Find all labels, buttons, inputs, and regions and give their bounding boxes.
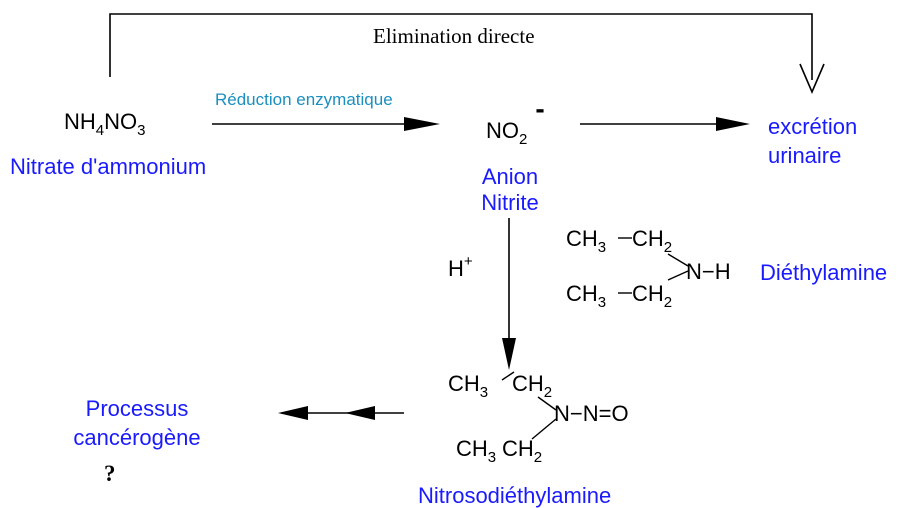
subscript-2: 2 — [543, 384, 553, 401]
nitrosamine-ch3-bottom: CH3 — [456, 436, 496, 466]
ch2-text: CH — [502, 436, 534, 461]
diethylamine-ch2-top: CH2 — [632, 226, 672, 256]
direct-elimination-arrowhead — [799, 63, 825, 95]
diethylamine-nh: N−H — [686, 259, 731, 284]
ammonium-nitrate-formula: NH4NO3 — [64, 109, 145, 139]
formula-no: NO — [104, 109, 138, 134]
ch2-text: CH — [632, 281, 664, 306]
reduction-arrowhead — [404, 117, 440, 131]
positive-charge: + — [463, 253, 473, 270]
nitrosamine-bond-3 — [531, 418, 557, 440]
subscript-2: 2 — [533, 449, 543, 466]
formula-no: NO — [486, 118, 519, 143]
nitrite-name-line2: Nitrite — [481, 190, 539, 215]
direct-elimination-label: Elimination directe — [373, 24, 535, 48]
negative-charge: - — [535, 93, 545, 124]
excretion-line1: excrétion — [768, 114, 858, 139]
subscript-2: 2 — [663, 294, 673, 311]
ch3-text: CH — [456, 436, 488, 461]
diethylamine-bond-3 — [667, 253, 689, 267]
subscript-3: 3 — [597, 294, 607, 311]
ch3-text: CH — [566, 226, 598, 251]
diethylamine-ch2-bottom: CH2 — [632, 281, 672, 311]
nitrosamine-ch3-top: CH3 — [448, 371, 488, 401]
cancer-line1: Processus — [85, 396, 189, 421]
diethylamine-ch3-top: CH3 — [566, 226, 606, 256]
direct-elimination-path — [109, 13, 813, 80]
subscript-3: 3 — [137, 122, 146, 139]
ammonium-nitrate-name: Nitrate d'ammonium — [10, 154, 207, 179]
diethylamine-name: Diéthylamine — [760, 260, 888, 285]
subscript-3: 3 — [487, 449, 497, 466]
reduction-label: Réduction enzymatique — [215, 90, 393, 109]
diethylamine-ch3-bottom: CH3 — [566, 281, 606, 311]
formula-nh: NH — [64, 109, 96, 134]
ch3-text: CH — [448, 371, 480, 396]
cancer-arrowhead-1 — [345, 406, 375, 420]
nitrosamine-bond-2 — [537, 396, 557, 411]
subscript-3: 3 — [597, 239, 607, 256]
excretion-line2: urinaire — [768, 143, 842, 168]
nitrosation-arrowhead — [502, 338, 516, 370]
excretion-arrowhead — [716, 117, 750, 131]
nitrite-formula: NO2- — [486, 95, 545, 148]
diethylamine-bond-4 — [667, 270, 689, 281]
ch2-text: CH — [632, 226, 664, 251]
subscript-4: 4 — [95, 122, 105, 139]
subscript-3: 3 — [479, 384, 489, 401]
proton-h: H — [448, 256, 464, 281]
nitrosamine-ch2-top: CH2 — [512, 371, 552, 401]
question-mark: ? — [104, 461, 116, 486]
nitrite-name-line1: Anion — [481, 164, 539, 189]
ch2-text: CH — [512, 371, 544, 396]
nitrosamine-ch2-bottom: CH2 — [502, 436, 542, 466]
cancer-arrowhead-2 — [278, 406, 308, 420]
nitrosamine-bond-1 — [501, 371, 515, 381]
ch3-text: CH — [566, 281, 598, 306]
cancer-line2: cancérogène — [73, 425, 201, 450]
subscript-2: 2 — [663, 239, 673, 256]
proton-label: H+ — [448, 254, 473, 281]
subscript-2: 2 — [519, 131, 528, 148]
nitrosamine-name: Nitrosodiéthylamine — [418, 483, 612, 508]
nitrosamine-nno: N−N=O — [554, 401, 629, 426]
